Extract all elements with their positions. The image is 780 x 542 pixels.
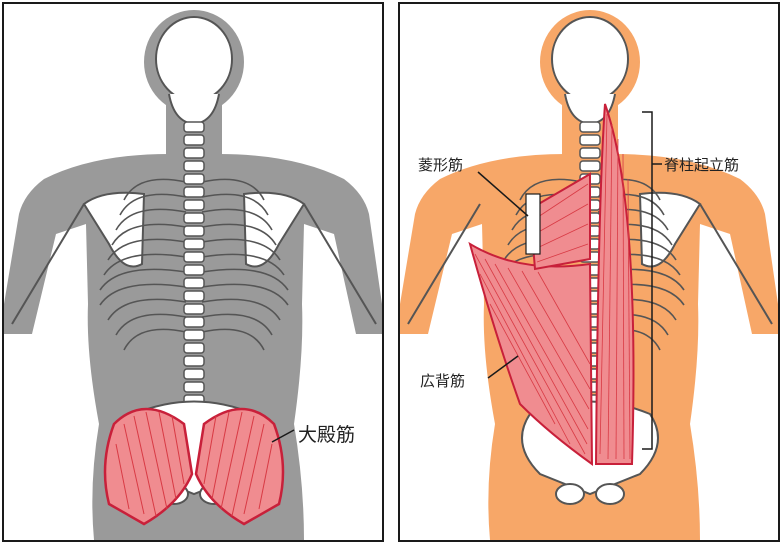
vertebra: [183, 225, 205, 237]
rib: [111, 223, 187, 246]
vertebra: [183, 212, 205, 224]
vertebra: [183, 329, 205, 341]
right-panel-back-muscles: 菱形筋 脊柱起立筋 広背筋: [398, 2, 780, 542]
rib: [201, 193, 269, 216]
latissimus-dorsi-muscle: [468, 241, 594, 466]
rib: [103, 253, 187, 276]
vertebra: [183, 199, 205, 211]
gluteus-maximus-label: 大殿筋: [298, 424, 356, 446]
rib: [123, 178, 187, 201]
rhomboid-label: 菱形筋: [418, 156, 464, 174]
vertebra: [183, 238, 205, 250]
vertebra: [579, 147, 601, 159]
vertebra: [579, 121, 601, 133]
vertebra: [183, 381, 205, 393]
vertebra: [183, 355, 205, 367]
vertebra: [183, 134, 205, 146]
left-panel-gluteus: 大殿筋: [2, 2, 384, 542]
rib: [107, 298, 187, 321]
erector-spinae-muscle: [594, 103, 635, 465]
gluteus-leader-line: [271, 429, 295, 443]
vertebra: [183, 173, 205, 185]
left-anatomy-figure: [4, 10, 382, 540]
vertebra: [183, 186, 205, 198]
erector-spinae-bracket: [642, 111, 653, 450]
rib: [201, 238, 281, 261]
rib: [115, 313, 187, 336]
rhomboid-leader-line: [477, 171, 529, 217]
skull: [551, 16, 629, 126]
right-anatomy-figure: [400, 10, 778, 540]
vertebra: [183, 303, 205, 315]
rib: [519, 178, 583, 201]
rib: [107, 238, 187, 261]
rib: [201, 298, 281, 321]
rib: [201, 178, 265, 201]
gluteus-maximus-muscle: [103, 407, 285, 526]
skull: [155, 16, 233, 126]
vertebra: [183, 290, 205, 302]
rib: [201, 313, 273, 336]
rib: [99, 268, 187, 291]
vertebra: [183, 251, 205, 263]
rib: [123, 328, 187, 351]
rib: [201, 253, 285, 276]
scapulae: [407, 191, 773, 325]
vertebra: [579, 134, 601, 146]
rib: [201, 283, 289, 306]
vertebra: [183, 160, 205, 172]
rib: [115, 208, 187, 231]
vertebra: [183, 342, 205, 354]
latissimus-leader-line: [487, 355, 519, 379]
vertebra: [183, 147, 205, 159]
rib: [99, 283, 187, 306]
rib: [201, 208, 273, 231]
scapulae: [11, 191, 377, 325]
rib-cage: [99, 178, 289, 351]
rib: [201, 268, 289, 291]
vertebra: [183, 121, 205, 133]
latissimus-dorsi-label: 広背筋: [420, 372, 466, 390]
rib: [119, 193, 187, 216]
vertebra: [183, 368, 205, 380]
rib: [201, 328, 265, 351]
erector-spinae-label: 脊柱起立筋: [664, 156, 740, 174]
vertebra: [183, 264, 205, 276]
vertebra: [183, 316, 205, 328]
rib: [201, 223, 277, 246]
vertebra: [183, 277, 205, 289]
rhomboid-muscle: [525, 172, 591, 271]
vertebra: [579, 160, 601, 172]
spine: [183, 121, 205, 406]
